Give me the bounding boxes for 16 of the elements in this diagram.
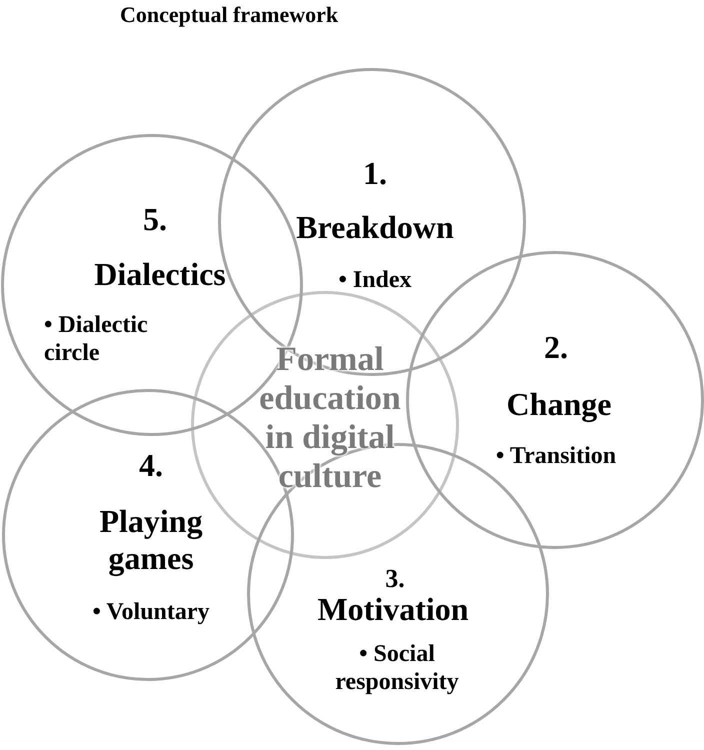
diagram-title: Conceptual framework: [120, 2, 338, 28]
bullet-point: • Transition: [496, 443, 616, 471]
bullet-point: • Social responsivity: [334, 641, 460, 696]
item-number: 1.: [363, 155, 387, 192]
item-heading: Breakdown: [296, 209, 454, 246]
item-heading: Change: [506, 386, 612, 423]
bullet-point: • Dialectic circle: [44, 312, 149, 368]
item-heading: Dialectics: [94, 256, 226, 293]
item-number: 4.: [139, 447, 163, 484]
item-number: 2.: [544, 329, 568, 366]
bullet-point: • Index: [338, 267, 412, 295]
bullet-point: • Voluntary: [92, 599, 210, 627]
item-heading: Motivation: [317, 591, 469, 628]
item-number: 3.: [385, 564, 405, 594]
item-heading: Playing games: [98, 503, 204, 577]
item-number: 5.: [143, 201, 167, 238]
